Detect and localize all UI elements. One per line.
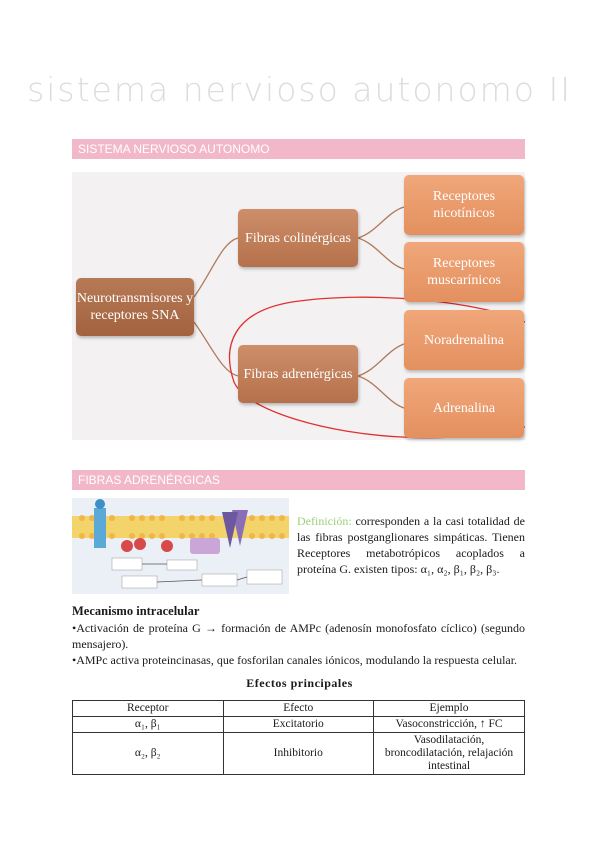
definition-paragraph: Definición: corresponden a la casi total… [297,513,525,577]
mechanism-item-1: •Activación de proteína G → formación de… [72,621,525,651]
diagram-nicotinic-node: Receptores nicotínicos [404,175,524,235]
diagram-adrenaline-node: Adrenalina [404,378,524,438]
header-effect: Efecto [222,700,375,717]
diagram-noradrenaline-node: Noradrenalina [404,310,524,370]
cell-example: Vasoconstricción, ↑ FC [373,716,525,733]
diagram-muscarinic-node: Receptores muscarínicos [404,242,524,302]
effects-heading: Efectos principales [246,676,353,690]
table-header-row: Receptor Efecto Ejemplo [72,700,525,717]
definition-text: corresponden a la casi totalidad de las … [297,514,525,576]
diagram-root-node: Neurotransmisores y receptores SNA [76,278,194,336]
section-header-sna: SISTEMA NERVIOSO AUTONOMO [72,139,525,159]
cell-example: Vasodilatación, broncodilatación, relaja… [373,732,525,775]
receptor-illustration [72,498,289,594]
cell-receptor: α₂, β₂ [72,732,224,775]
cell-receptor: α₁, β₁ [72,716,224,733]
table-row: α₁, β₁ Excitatorio Vasoconstricción, ↑ F… [72,716,525,733]
section-header-adrenergic: FIBRAS ADRENÉRGICAS [72,470,525,490]
diagram-adrenergic-node: Fibras adrenérgicas [238,345,358,403]
table-row: α₂, β₂ Inhibitorio Vasodilatación, bronc… [72,732,525,775]
page-title: sistema nervioso autonomo II [27,70,572,109]
membrane-figure [72,498,289,594]
diagram-cholinergic-node: Fibras colinérgicas [238,209,358,267]
cell-effect: Excitatorio [222,716,375,733]
mechanism-item-2: •AMPc activa proteincinasas, que fosfori… [72,653,518,667]
header-example: Ejemplo [373,700,525,717]
definition-label: Definición: [297,514,352,528]
cell-effect: Inhibitorio [222,732,375,775]
effects-table: Receptor Efecto Ejemplo α₁, β₁ Excitator… [72,700,525,775]
concept-diagram: Neurotransmisores y receptores SNA Fibra… [72,172,525,440]
mechanism-heading: Mecanismo intracelular [72,604,200,618]
header-receptor: Receptor [72,700,224,717]
